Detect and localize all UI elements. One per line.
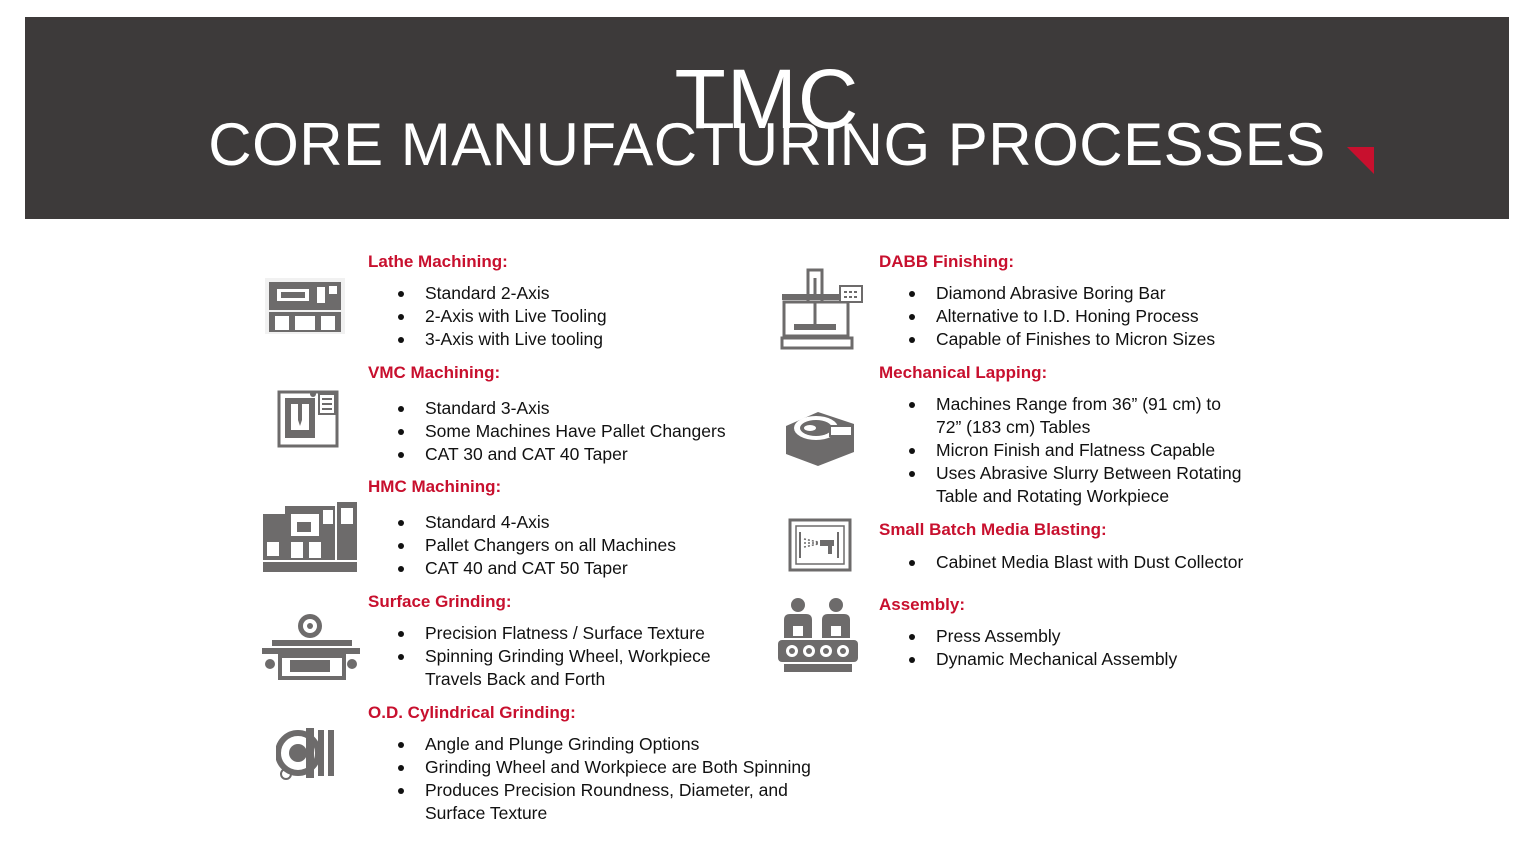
od-grinding-list: Angle and Plunge Grinding Options Grindi… <box>368 733 848 825</box>
section-title: HMC Machining: <box>368 477 502 496</box>
media-blasting-list: Cabinet Media Blast with Dust Collector <box>879 551 1319 574</box>
section-surface-grinding: Surface Grinding: <box>368 590 512 613</box>
list-item: Angle and Plunge Grinding Options <box>368 733 848 756</box>
cylindrical-grinder-icon <box>276 724 336 782</box>
list-item: Capable of Finishes to Micron Sizes <box>879 328 1299 351</box>
list-item: Produces Precision Roundness, Diameter, … <box>368 779 825 825</box>
header-banner: TMC CORE MANUFACTURING PROCESSES <box>25 17 1509 219</box>
list-item: 2-Axis with Live Tooling <box>368 305 788 328</box>
section-title: DABB Finishing: <box>879 252 1015 271</box>
lathe-list: Standard 2-Axis 2-Axis with Live Tooling… <box>368 282 788 351</box>
media-blast-icon <box>788 518 852 572</box>
page-subtitle: CORE MANUFACTURING PROCESSES <box>208 111 1326 178</box>
section-title: O.D. Cylindrical Grinding: <box>368 703 576 722</box>
list-item: Some Machines Have Pallet Changers <box>368 420 788 443</box>
section-title: Assembly: <box>879 595 965 614</box>
corner-accent-triangle <box>1347 147 1374 174</box>
section-title: Lathe Machining: <box>368 252 508 271</box>
dabb-list: Diamond Abrasive Boring Bar Alternative … <box>879 282 1299 351</box>
section-title: Mechanical Lapping: <box>879 363 1048 382</box>
section-title: VMC Machining: <box>368 363 501 382</box>
section-lapping: Mechanical Lapping: <box>879 361 1047 384</box>
section-vmc: VMC Machining: <box>368 361 500 384</box>
list-item: CAT 40 and CAT 50 Taper <box>368 557 788 580</box>
vmc-icon <box>277 388 341 448</box>
list-item: Precision Flatness / Surface Texture <box>368 622 788 645</box>
list-item: Standard 3-Axis <box>368 397 788 420</box>
list-item: Diamond Abrasive Boring Bar <box>879 282 1299 305</box>
list-item: Grinding Wheel and Workpiece are Both Sp… <box>368 756 848 779</box>
section-media-blasting: Small Batch Media Blasting: <box>879 518 1107 541</box>
section-hmc: HMC Machining: <box>368 475 501 498</box>
lapping-list: Machines Range from 36” (91 cm) to 72” (… <box>879 393 1299 508</box>
hmc-icon <box>261 502 359 574</box>
list-item: Uses Abrasive Slurry Between Rotating Ta… <box>879 462 1276 508</box>
surface-grinding-list: Precision Flatness / Surface Texture Spi… <box>368 622 788 691</box>
list-item: 3-Axis with Live tooling <box>368 328 788 351</box>
list-item: Press Assembly <box>879 625 1299 648</box>
assembly-list: Press Assembly Dynamic Mechanical Assemb… <box>879 625 1299 671</box>
vmc-list: Standard 3-Axis Some Machines Have Palle… <box>368 397 788 466</box>
lathe-icon <box>265 278 345 334</box>
section-lathe: Lathe Machining: <box>368 250 508 273</box>
hmc-list: Standard 4-Axis Pallet Changers on all M… <box>368 511 788 580</box>
assembly-line-icon <box>776 596 860 674</box>
section-od-grinding: O.D. Cylindrical Grinding: <box>368 701 576 724</box>
surface-grinder-icon <box>262 612 360 682</box>
page-title: TMC <box>674 52 860 146</box>
section-title: Small Batch Media Blasting: <box>879 520 1107 539</box>
list-item: CAT 30 and CAT 40 Taper <box>368 443 788 466</box>
lapping-machine-icon <box>782 408 858 468</box>
boring-machine-icon <box>780 268 864 352</box>
list-item: Dynamic Mechanical Assembly <box>879 648 1299 671</box>
section-dabb: DABB Finishing: <box>879 250 1014 273</box>
list-item: Standard 2-Axis <box>368 282 788 305</box>
list-item: Micron Finish and Flatness Capable <box>879 439 1299 462</box>
list-item: Pallet Changers on all Machines <box>368 534 788 557</box>
list-item: Machines Range from 36” (91 cm) to 72” (… <box>879 393 1226 439</box>
list-item: Alternative to I.D. Honing Process <box>879 305 1299 328</box>
list-item: Cabinet Media Blast with Dust Collector <box>879 551 1319 574</box>
section-title: Surface Grinding: <box>368 592 512 611</box>
list-item: Spinning Grinding Wheel, Workpiece Trave… <box>368 645 755 691</box>
section-assembly: Assembly: <box>879 593 965 616</box>
list-item: Standard 4-Axis <box>368 511 788 534</box>
